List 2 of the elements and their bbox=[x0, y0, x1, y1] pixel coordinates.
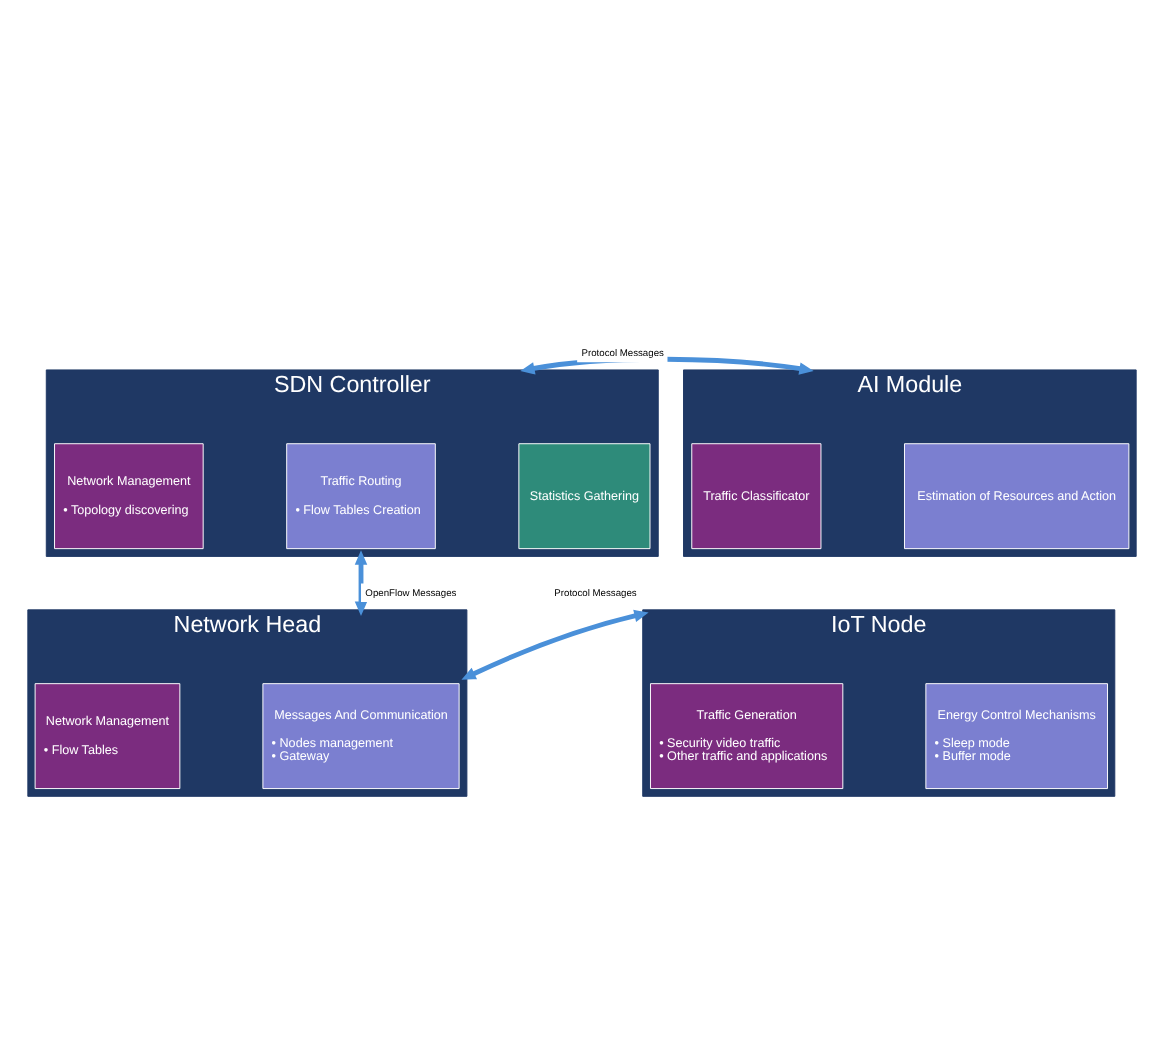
arrow bbox=[461, 608, 649, 679]
arrow bbox=[354, 549, 368, 615]
